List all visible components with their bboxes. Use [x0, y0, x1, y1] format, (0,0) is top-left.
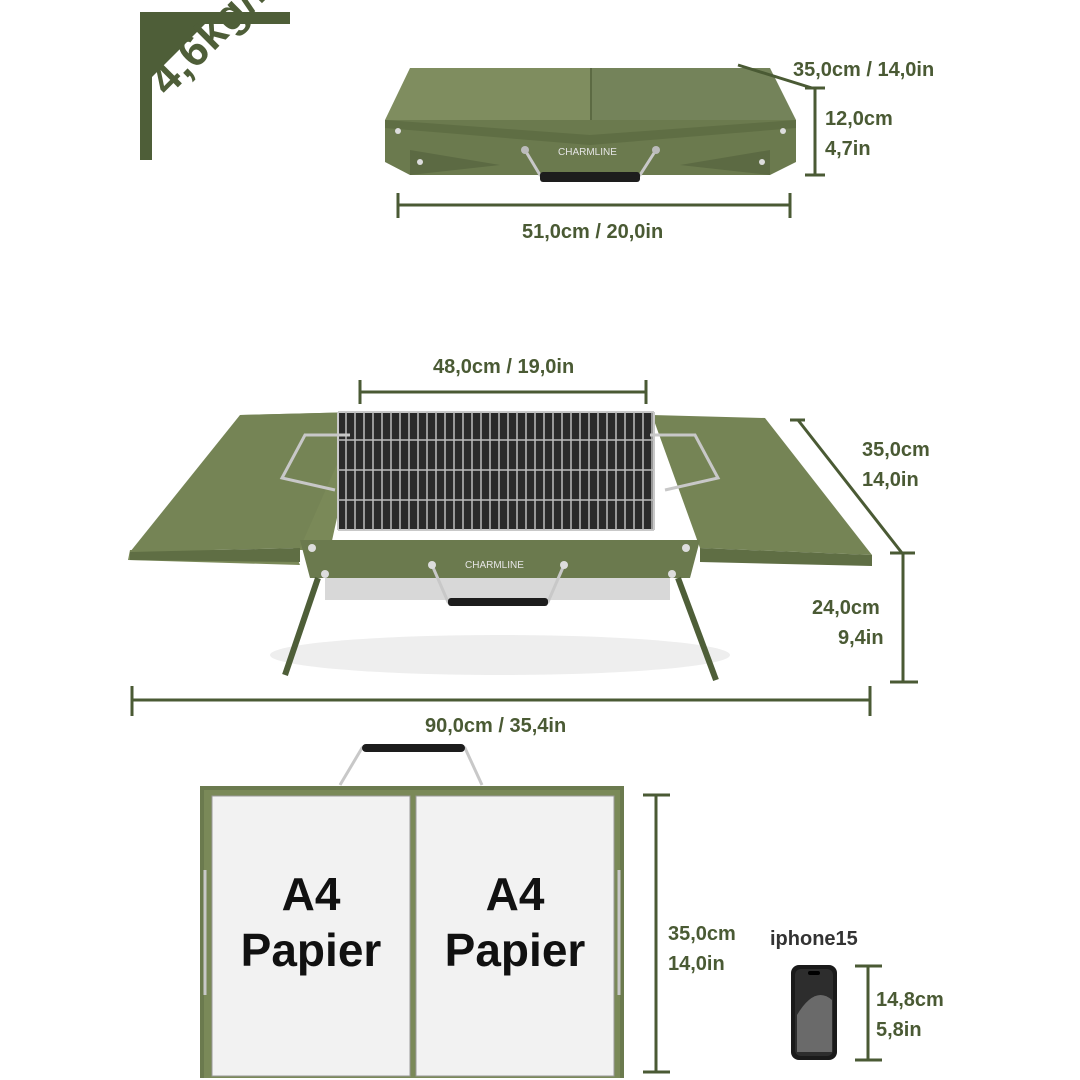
phone-height-in-label: 5,8in — [876, 1019, 922, 1041]
open-height-cm-label: 24,0cm — [812, 597, 880, 619]
a4-sheet-left: A4 Papier — [212, 866, 410, 978]
closed-depth-label: 35,0cm / 14,0in — [793, 59, 935, 81]
a4-sheet-left-word: Papier — [240, 924, 382, 976]
a4-sheet-right: A4 Papier — [416, 866, 614, 978]
a4-sheet-right-word: Papier — [444, 924, 586, 976]
closed-width-label: 51,0cm / 20,0in — [522, 221, 664, 243]
a4-sheet-right-size: A4 — [485, 868, 545, 920]
open-depth-cm-label: 35,0cm — [862, 439, 930, 461]
closed-brand-logo: CHARMLINE — [558, 147, 617, 158]
phone-label: iphone15 — [770, 928, 858, 950]
open-height-in-label: 9,4in — [838, 627, 884, 649]
closed-height-cm-label: 12,0cm — [825, 108, 893, 130]
open-total-width-label: 90,0cm / 35,4in — [425, 715, 567, 737]
open-depth-in-label: 14,0in — [862, 469, 919, 491]
open-brand-logo: CHARMLINE — [465, 560, 524, 571]
open-grill-width-label: 48,0cm / 19,0in — [433, 356, 575, 378]
a4-sheet-left-size: A4 — [281, 868, 341, 920]
comparison-height-cm-label: 35,0cm — [668, 923, 736, 945]
closed-height-in-label: 4,7in — [825, 138, 871, 160]
phone-height-cm-label: 14,8cm — [876, 989, 944, 1011]
comparison-height-in-label: 14,0in — [668, 953, 725, 975]
